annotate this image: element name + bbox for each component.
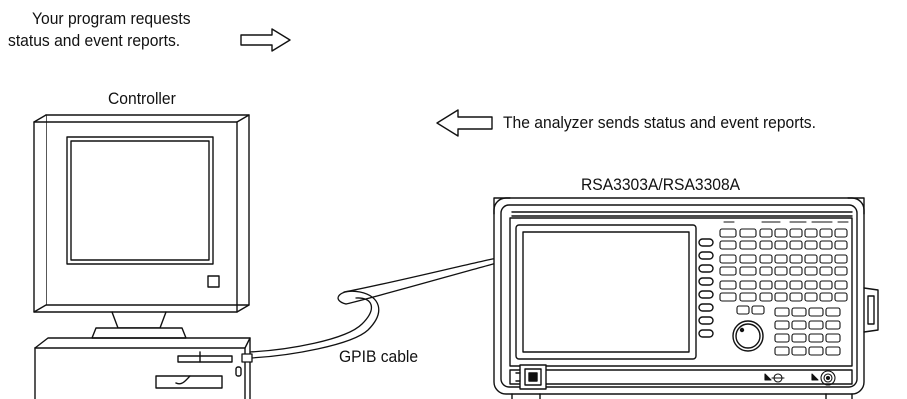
arrow-left-icon [436,109,493,137]
connector-1-icon [764,373,785,383]
soft-keys [698,238,714,338]
arrow-right-icon [240,28,291,52]
analyzer-message: The analyzer sends status and event repo… [503,113,816,132]
gpib-cable [241,257,498,363]
controller-monitor [33,114,250,339]
key-group-left [719,221,849,302]
rotary-knob-icon [732,320,764,352]
power-switch-icon [515,364,547,390]
controller-label: Controller [108,89,176,108]
key-group-right [759,228,848,302]
cable-label: GPIB cable [339,347,419,366]
controller-base [34,337,251,399]
connector-2-icon [811,370,836,386]
analyzer-instrument [493,197,879,399]
power-button-icon [207,275,220,288]
request-text-line-2: status and event reports. [8,31,181,50]
numeric-keypad [774,307,841,356]
analyzer-model-label: RSA3303A/RSA3308A [581,175,741,194]
request-text-line-1: Your program requests [32,9,191,28]
